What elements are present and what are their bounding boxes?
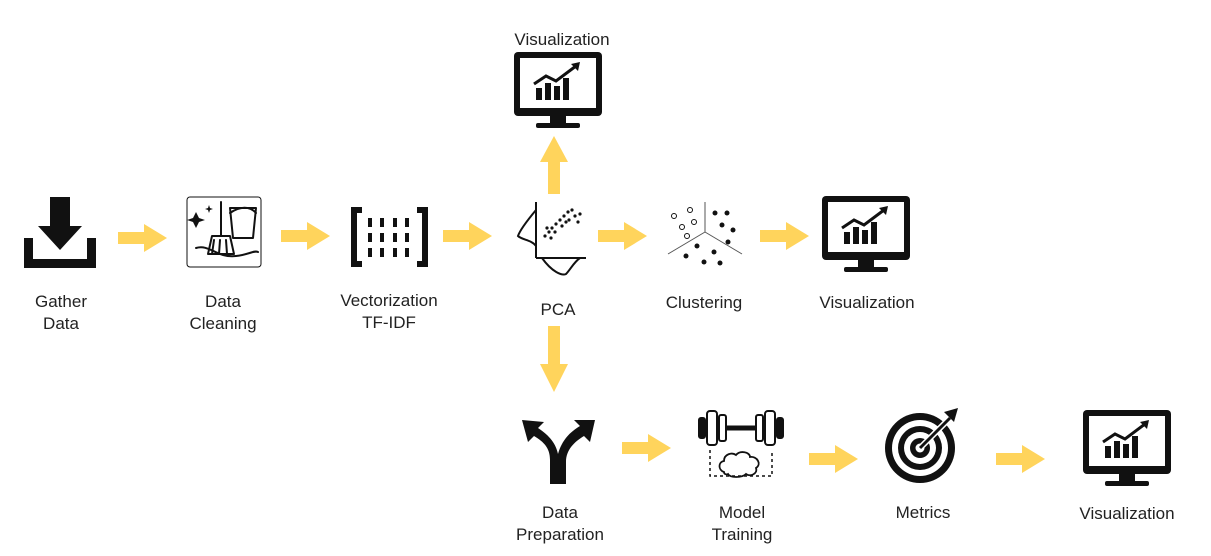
arrow-pca-to-data-preparation [540,326,568,392]
arrow-pca-to-visualization-top [540,136,568,194]
fork-arrow-icon [522,420,595,484]
arrow-gather-to-cleaning [118,224,167,252]
cleaning-icon [186,196,262,268]
node-label-visualization-mid: Visualization [819,293,915,312]
clustering-icon [667,202,743,266]
arrow-pca-to-clustering [598,222,647,250]
arrow-preparation-to-training [622,434,671,462]
monitor-chart-icon [512,50,604,130]
pca-icon [516,202,586,276]
monitor-chart-icon [1081,408,1173,488]
node-label-metrics: Metrics [895,503,951,522]
node-label-visualization-top: Visualization [514,30,610,49]
dumbbell-brain-icon [698,410,784,478]
node-label-clustering: Clustering [665,293,743,312]
matrix-icon [351,207,428,267]
download-icon [24,197,96,268]
arrow-training-to-metrics [809,445,858,473]
arrow-metrics-to-visualization-bottom [996,445,1045,473]
target-icon [885,408,958,483]
arrow-clustering-to-visualization-mid [760,222,809,250]
node-label-pca: PCA [540,300,576,319]
arrow-vectorization-to-pca [443,222,492,250]
node-label-visualization-bottom: Visualization [1079,504,1175,523]
monitor-chart-icon [820,194,912,274]
arrow-cleaning-to-vectorization [281,222,330,250]
